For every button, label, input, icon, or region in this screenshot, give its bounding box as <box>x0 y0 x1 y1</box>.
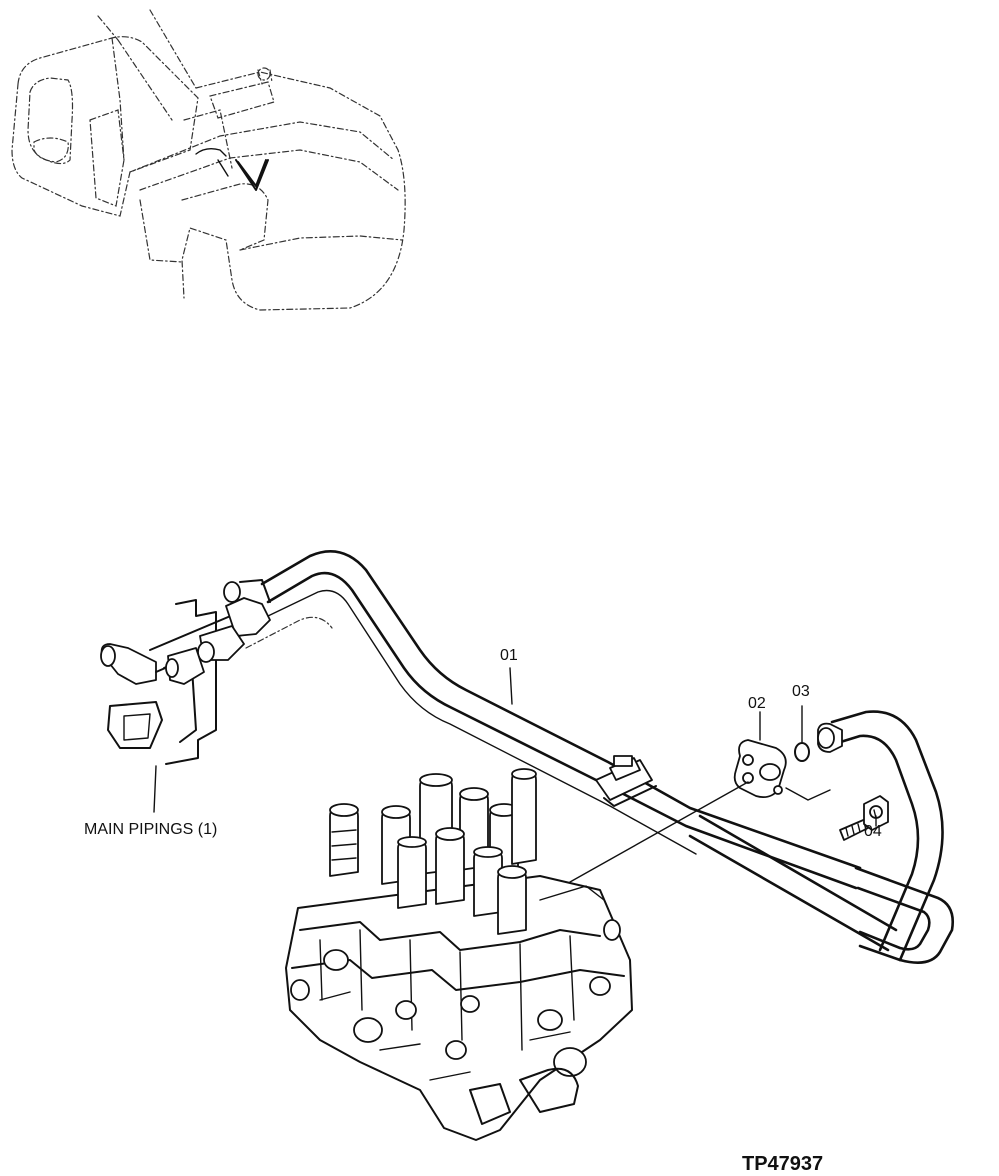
leader-lines <box>153 667 877 883</box>
bolt-04 <box>817 722 889 841</box>
excavator-overview <box>11 9 406 311</box>
callout-labels: 01 02 03 04 MAIN PIPINGS (1) TP47937 <box>84 647 882 1175</box>
main-pipings-assembly <box>100 579 271 765</box>
o-ring-03 <box>794 742 810 762</box>
pipe-01 <box>245 550 954 964</box>
callout-04: 04 <box>864 823 882 840</box>
flange-02 <box>733 739 787 799</box>
callout-main-pipings: MAIN PIPINGS (1) <box>84 821 217 838</box>
callout-01: 01 <box>500 647 518 664</box>
control-valve <box>285 768 633 1141</box>
callout-02: 02 <box>748 695 766 712</box>
callout-03: 03 <box>792 683 810 700</box>
drawing-code: TP47937 <box>742 1153 823 1175</box>
